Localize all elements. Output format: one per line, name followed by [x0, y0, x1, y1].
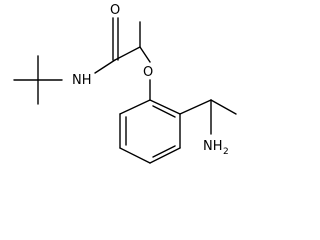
bond-carbonyl-to-alpha	[114, 46, 141, 61]
ring-bond-1	[119, 99, 151, 115]
amide-nitrogen-label: NH	[72, 73, 92, 88]
bond-ch-methyl	[210, 99, 237, 115]
ring-inner-bond-2	[152, 145, 176, 158]
carbonyl-oxygen-label: O	[110, 3, 120, 18]
ring-bond-6	[149, 99, 181, 115]
amine-nitrogen-label: NH	[203, 139, 223, 154]
ether-oxygen-label: O	[143, 65, 153, 80]
ring-bond-4	[149, 147, 181, 164]
ring-bond-3	[119, 147, 151, 164]
amine-subscript-label: 2	[223, 147, 229, 157]
bond-ring-to-ch	[179, 99, 212, 115]
molecule-structure: O O NH NH 2	[13, 3, 237, 164]
bond-n-to-carbonyl	[94, 59, 116, 74]
bond-alpha-to-oxygen	[139, 46, 151, 63]
ring-inner-bond-3	[152, 105, 176, 118]
